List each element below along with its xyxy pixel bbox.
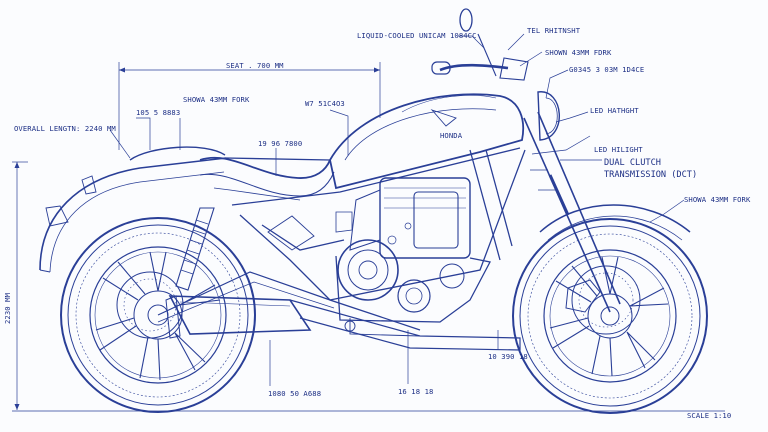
leader-led-headlight [555,111,589,123]
front-brake-disc [565,265,641,335]
rear-brake-disc [116,271,184,339]
fuel-tank: HONDA [329,93,524,190]
label-w7: W7 51C4O3 [305,99,345,108]
label-showa-front: SHOWA 43MM FORK [684,195,751,204]
leader-showa-top [545,69,569,99]
leader-showa-front [649,199,685,223]
front-fender [539,204,691,241]
leader-105 [136,117,151,150]
leader-tel [507,33,525,51]
label-led-headlight: LED HATHGHT [590,106,639,115]
label-height: 2230 MM [3,292,12,324]
leader-w7 [329,109,349,156]
label-bottom-right: 10 390 18 [488,352,528,361]
rear-fender [39,157,227,273]
leader-led-highlight [531,135,591,155]
front-wheel [512,218,708,414]
label-dct-1: DUAL CLUTCH [604,158,661,168]
label-led-highlight: LED HILIGHT [594,145,643,154]
frame [225,147,526,331]
label-1996: 19 96 7800 [258,139,302,148]
label-tel: TEL RHITNSHT [527,26,581,35]
leader-overall [109,129,131,159]
seat [129,146,335,201]
handlebar [431,8,529,81]
label-showa-top: G0345 3 03M 1D4CE [569,65,644,74]
rear-suspension [157,207,335,323]
engine [335,177,491,337]
label-bottom-mid: 16 18 18 [398,387,433,396]
label-overall-length: OVERALL LENGTN: 2240 MM [14,124,116,133]
label-scale: SCALE 1:10 [687,411,731,420]
label-engine: LIQUID-COOLED UNICAM 1084CC [357,31,477,40]
label-bottom-left: 1080 50 A688 [268,389,321,398]
leader-shown-fork [519,51,543,67]
label-shown-fork: SHOWN 43MM FDRK [545,48,612,57]
height-dimension [12,161,28,410]
label-showa-rear: SHOWA 43MM FORK [183,95,250,104]
leader-engine [458,35,485,49]
label-dct-2: TRANSMISSION (DCT) [604,170,697,180]
exhaust [165,295,521,351]
seat-dimension [118,62,381,150]
label-seat: SEAT . 700 MM [226,61,284,70]
label-105: 105 5 8883 [136,108,180,117]
headlight [537,91,560,141]
tank-brand: HONDA [440,131,463,140]
